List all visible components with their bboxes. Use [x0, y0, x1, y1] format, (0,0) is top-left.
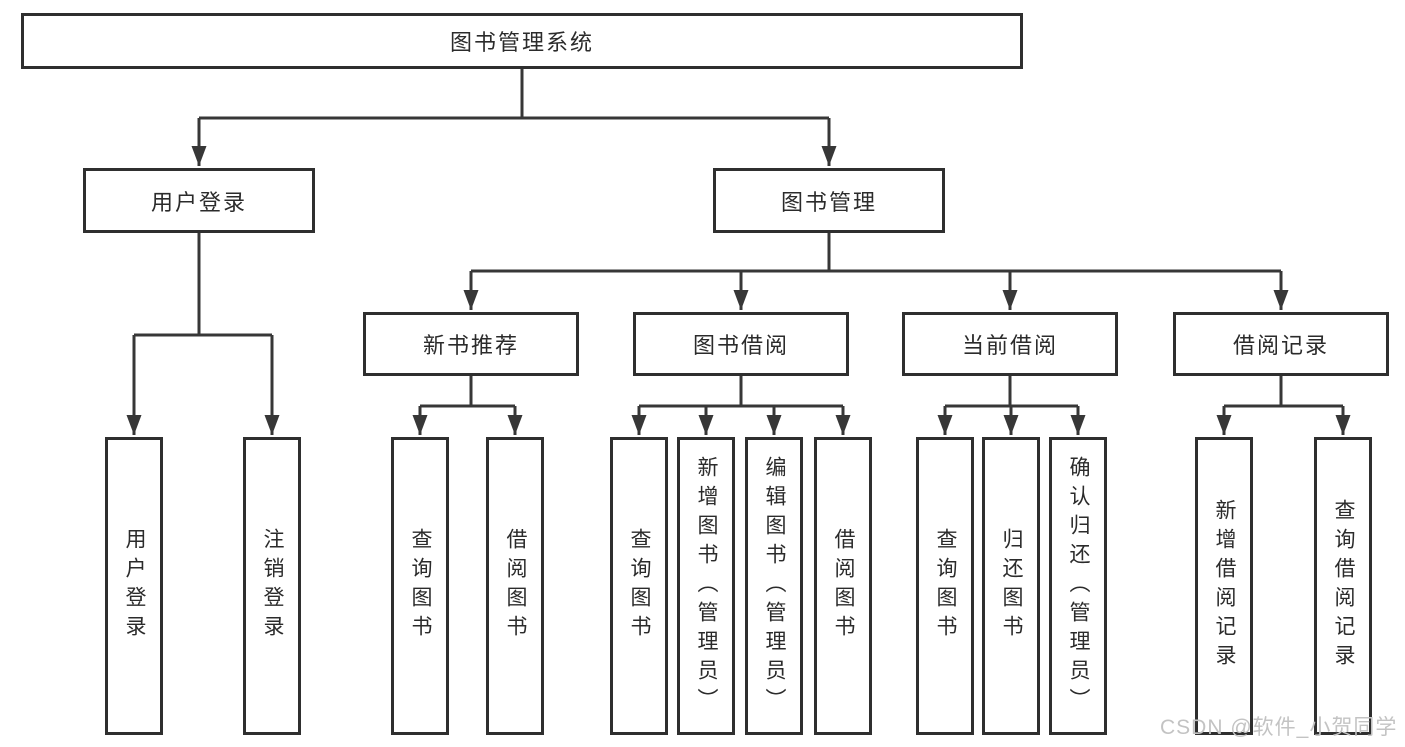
leaf-query-books-newbook: 查询图书	[391, 437, 449, 735]
node-current-borrowing: 当前借阅	[902, 312, 1118, 376]
leaf-return-books: 归还图书	[982, 437, 1040, 735]
leaf-query-books-borrowing: 查询图书	[610, 437, 668, 735]
leaf-logout: 注销登录	[243, 437, 301, 735]
csdn-watermark: CSDN @软件_小贺同学	[1160, 716, 1398, 739]
node-new-book-recommend: 新书推荐	[363, 312, 579, 376]
leaf-query-borrow-record: 查询借阅记录	[1314, 437, 1372, 735]
node-book-borrowing: 图书借阅	[633, 312, 849, 376]
node-library-management-system: 图书管理系统	[21, 13, 1023, 69]
node-borrowing-records: 借阅记录	[1173, 312, 1389, 376]
node-book-management: 图书管理	[713, 168, 945, 233]
leaf-user-login: 用户登录	[105, 437, 163, 735]
leaf-edit-book-admin: 编辑图书（管理员）	[745, 437, 803, 735]
leaf-borrow-books-newbook: 借阅图书	[486, 437, 544, 735]
leaf-add-borrow-record: 新增借阅记录	[1195, 437, 1253, 735]
leaf-add-book-admin: 新增图书（管理员）	[677, 437, 735, 735]
leaf-query-books-current: 查询图书	[916, 437, 974, 735]
node-user-login: 用户登录	[83, 168, 315, 233]
leaf-confirm-return-admin: 确认归还（管理员）	[1049, 437, 1107, 735]
leaf-borrow-books-borrowing: 借阅图书	[814, 437, 872, 735]
